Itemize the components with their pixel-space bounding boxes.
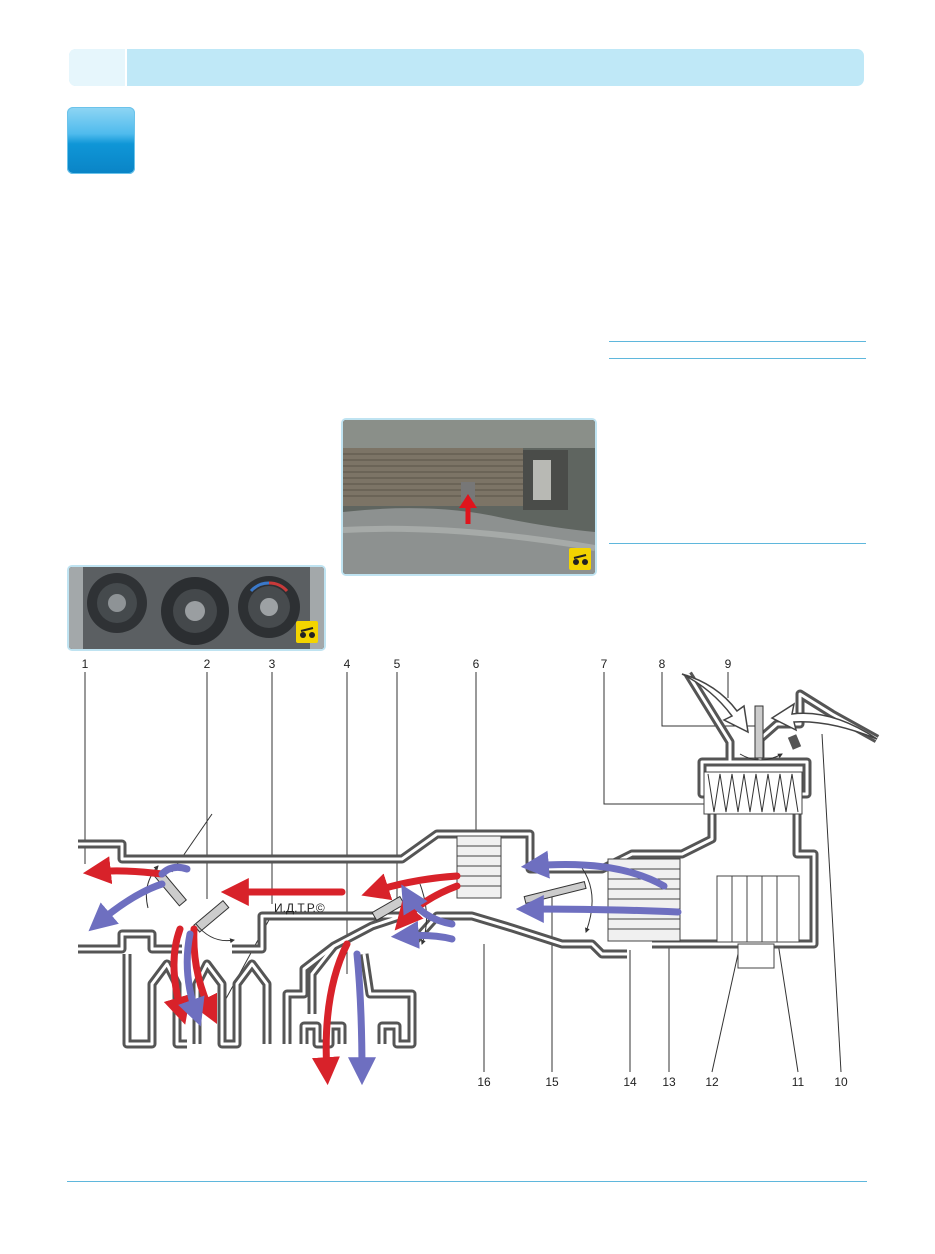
callout-14: 14	[623, 1075, 637, 1089]
camera-badge-icon	[569, 548, 591, 570]
photo-heater-control-panel-image	[69, 567, 324, 649]
callout-10: 10	[834, 1075, 848, 1089]
callout-6: 6	[473, 657, 480, 671]
blower-motor	[737, 943, 775, 969]
chapter-header-bar	[69, 49, 864, 86]
callout-12: 12	[705, 1075, 719, 1089]
callout-8: 8	[659, 657, 666, 671]
chapter-header-tab	[69, 49, 127, 86]
callout-3: 3	[269, 657, 276, 671]
sidebar-rule-top	[609, 341, 866, 342]
callout-11: 11	[792, 1075, 805, 1089]
evaporator	[607, 858, 681, 942]
sidebar-rule-bottom	[609, 543, 866, 544]
callout-9: 9	[725, 657, 732, 671]
cold-air-flow	[88, 850, 682, 1086]
callout-13: 13	[662, 1075, 676, 1089]
recirculated-air-arrow-icon	[770, 702, 878, 740]
intake-arrows	[681, 673, 878, 740]
blower-fan	[716, 875, 800, 943]
sidebar-rule-second	[609, 358, 866, 359]
recirculation-flap	[754, 705, 764, 759]
callout-15: 15	[545, 1075, 559, 1089]
photo-radiator-sensor	[341, 418, 597, 576]
temperature-mix-flap	[523, 880, 587, 904]
callout-4: 4	[344, 657, 351, 671]
callout-16: 16	[477, 1075, 491, 1089]
red-pointer-arrow-icon	[459, 494, 477, 508]
diagram-watermark: И.Д.Т.Р.©	[274, 901, 325, 915]
photo-heater-control-panel	[67, 565, 326, 651]
callout-2: 2	[204, 657, 211, 671]
heater-airflow-diagram: 1 2 3 4 5 6 7 8 9 16 15 14 13 12 11 10	[78, 657, 880, 1089]
callout-5: 5	[394, 657, 401, 671]
cabin-filter	[703, 771, 803, 815]
callout-7: 7	[601, 657, 608, 671]
callout-1: 1	[82, 657, 89, 671]
outside-air-arrow-icon	[681, 673, 749, 734]
camera-badge-icon	[296, 621, 318, 643]
photo-radiator-sensor-image	[343, 420, 595, 574]
section-marker-icon	[67, 107, 135, 174]
callout-leaders	[84, 672, 842, 1073]
footer-rule	[67, 1181, 867, 1182]
heater-core	[456, 835, 502, 899]
